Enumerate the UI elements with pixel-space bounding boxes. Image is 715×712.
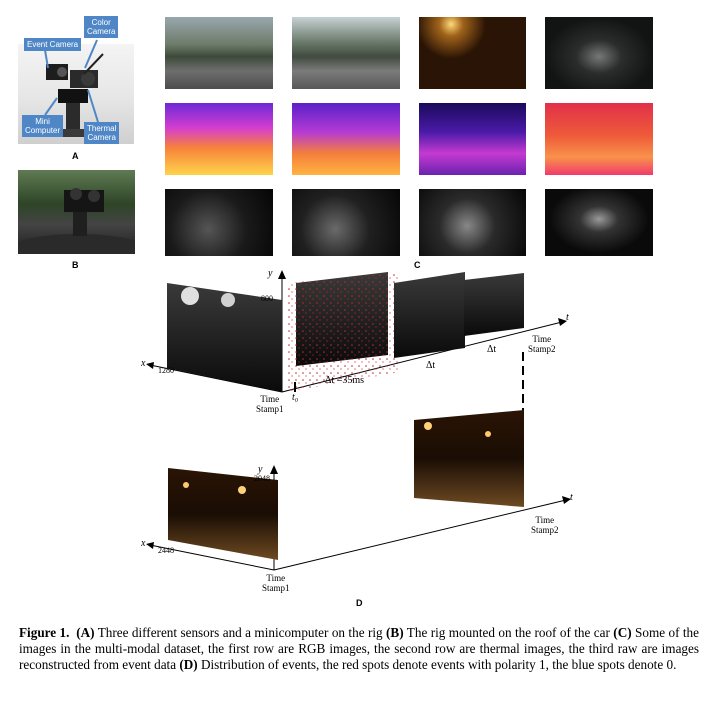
top-y-tick: 800 — [261, 294, 273, 303]
event-image-2 — [292, 189, 400, 256]
rgb-image-1 — [165, 17, 273, 89]
t0-marker — [294, 382, 296, 392]
color-frame-2 — [414, 410, 524, 507]
caption-a-text: Three different sensors and a minicomput… — [94, 625, 387, 640]
panel-c-label: C — [414, 260, 421, 270]
thermal-image-2 — [292, 103, 400, 175]
callout-color-camera: Color Camera — [84, 16, 119, 38]
thermal-image-1 — [165, 103, 273, 175]
callout-arrows — [44, 39, 99, 123]
event-cloud — [288, 272, 400, 392]
caption-b-text: The rig mounted on the roof of the car — [403, 625, 614, 640]
top-y-label: y — [268, 268, 273, 279]
dt-label-1: Δt =35ms — [325, 375, 365, 386]
caption-a-tag: (A) — [76, 625, 95, 640]
events-diagram — [146, 270, 571, 571]
rig-on-car-photo — [18, 170, 135, 254]
bottom-x-label: x — [141, 538, 146, 549]
bottom-y-tick: 2048 — [254, 474, 270, 483]
t0-label: t₀ — [292, 392, 299, 403]
caption-d-tag: (D) — [179, 657, 198, 672]
callout-mini-computer: Mini Computer — [22, 115, 64, 137]
panel-d-label: D — [356, 598, 363, 608]
caption-d-text: Distribution of events, the red spots de… — [197, 657, 677, 672]
caption-c-text: Some of the images in the multi-modal da… — [19, 625, 699, 672]
top-x-tick: 1280 — [158, 366, 174, 375]
bottom-x-tick: 2448 — [158, 546, 174, 555]
event-frame-3 — [394, 272, 465, 358]
bottom-t-axis — [273, 499, 567, 571]
rgb-image-4 — [545, 17, 653, 89]
figure-caption: Figure 1. (A) Three different sensors an… — [19, 625, 699, 673]
bottom-stamp1: Time Stamp1 — [262, 573, 290, 593]
event-image-4 — [545, 189, 653, 256]
callout-event-camera: Event Camera — [24, 38, 82, 51]
caption-figure-label: Figure 1. — [19, 625, 70, 640]
event-frame-4 — [464, 273, 524, 336]
top-x-axis — [149, 364, 283, 393]
rig-on-car-illustration — [18, 188, 135, 254]
dt-label-2: Δt — [426, 360, 436, 371]
panel-b-label: B — [72, 260, 79, 270]
rgb-image-2 — [292, 17, 400, 89]
thermal-image-3 — [419, 103, 526, 175]
caption-c-tag: (C) — [613, 625, 632, 640]
top-t-label: t — [566, 312, 569, 323]
rgb-image-3 — [419, 17, 526, 89]
callout-thermal-camera: Thermal Camera — [84, 122, 120, 144]
caption-b-tag: (B) — [386, 625, 404, 640]
color-frame-1 — [168, 468, 278, 560]
event-image-1 — [165, 189, 273, 256]
rig-illustration — [46, 53, 104, 137]
top-stamp1: Time Stamp1 — [256, 394, 284, 414]
bottom-stamp2: Time Stamp2 — [531, 515, 559, 535]
bottom-t-label: t — [570, 492, 573, 503]
top-stamp2: Time Stamp2 — [528, 334, 556, 354]
panel-a-label: A — [72, 151, 79, 161]
bottom-y-label: y — [258, 464, 263, 475]
thermal-image-4 — [545, 103, 653, 175]
event-frame-1 — [167, 283, 282, 392]
dt-label-3: Δt — [487, 344, 497, 355]
event-image-3 — [419, 189, 526, 256]
bottom-x-axis — [149, 544, 275, 571]
top-x-label: x — [141, 358, 146, 369]
